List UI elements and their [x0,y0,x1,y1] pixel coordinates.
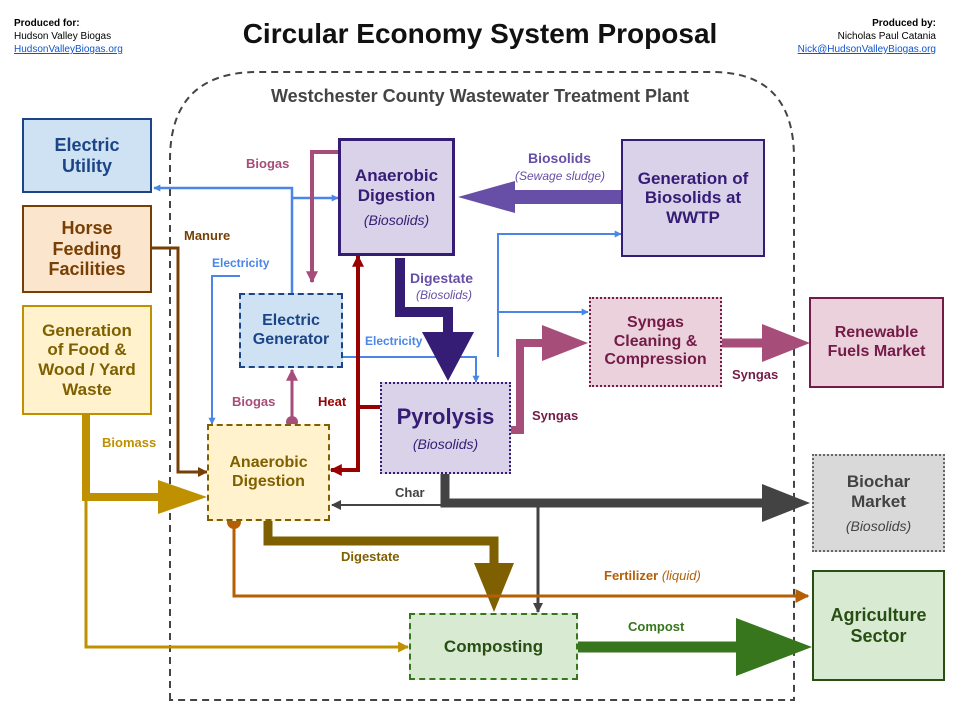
node-electric-utility: Electric Utility [22,118,152,193]
label-fertilizer-main: Fertilizer [604,568,659,583]
produced-by-name: Nicholas Paul Catania [837,31,936,42]
node-biochar-sub: (Biosolids) [845,517,912,534]
label-heat: Heat [318,394,347,409]
node-pyrolysis: Pyrolysis (Biosolids) [380,382,511,474]
digestate-arrow-bottom [263,520,499,565]
biogas-arrow-top [306,150,338,284]
label-fertilizer: Fertilizer (liquid) [604,568,701,583]
node-pyrolysis-title: Pyrolysis [396,404,495,430]
label-biosolids: Biosolids [528,150,592,166]
node-horse-feeding-label: Horse Feeding Facilities [48,217,126,280]
node-ad-top-title: Anaerobic Digestion [354,166,439,205]
produced-for-heading: Produced for: [14,18,80,29]
node-biochar-market: Biochar Market (Biosolids) [812,454,945,552]
label-manure: Manure [184,228,231,243]
node-electric-generator: Electric Generator [239,293,343,368]
node-composting-label: Composting [443,636,544,656]
node-composting: Composting [409,613,578,680]
node-syngas-cleaning-label: Syngas Cleaning & Compression [604,314,707,369]
label-compost: Compost [628,619,685,634]
label-syngas-mid: Syngas [532,408,579,423]
label-digestate-top-sub: (Biosolids) [416,288,473,302]
node-food-wood: Generation of Food & Wood / Yard Waste [22,305,152,415]
node-generation-biosolids: Generation of Biosolids at WWTP [621,139,765,257]
wwtp-boundary [169,71,795,701]
label-electricity-mid: Electricity [365,334,423,348]
produced-by-heading: Produced by: [872,18,936,29]
char-arrow-biochar [440,474,765,508]
heat-arrow [352,254,380,409]
label-char: Char [395,485,425,500]
label-biogas-top: Biogas [246,156,290,171]
node-ad-top-sub: (Biosolids) [363,211,430,228]
node-electric-utility-label: Electric Utility [54,134,120,176]
produced-for: Produced for: Hudson Valley Biogas Hudso… [14,17,123,56]
syngas-arrow-mid [511,339,545,434]
biomass-arrow-compost [84,497,410,653]
electricity-arrow-wwtp [497,230,622,357]
node-agriculture: Agriculture Sector [812,570,945,681]
node-renewable-fuels: Renewable Fuels Market [809,297,944,388]
label-digestate-bottom: Digestate [341,549,400,564]
label-digestate-top: Digestate [410,270,474,286]
produced-for-name: Hudson Valley Biogas [14,31,112,42]
biomass-arrow [82,414,160,501]
electricity-arrow-pyrolysis [343,356,480,383]
node-syngas-cleaning: Syngas Cleaning & Compression [589,297,722,387]
node-food-wood-label: Generation of Food & Wood / Yard Waste [38,320,136,399]
label-fertilizer-sub: (liquid) [661,568,701,583]
electricity-arrow-ad-bottom [208,275,240,425]
label-sewage-sludge: (Sewage sludge) [515,169,606,183]
produced-for-link[interactable]: HudsonValleyBiogas.org [14,44,123,55]
node-horse-feeding: Horse Feeding Facilities [22,205,152,293]
node-biochar-title: Biochar Market [846,472,911,511]
label-electricity-left: Electricity [212,256,270,270]
page-title: Circular Economy System Proposal [242,18,718,49]
node-electric-generator-label: Electric Generator [252,312,330,348]
fertilizer-arrow [232,522,810,603]
node-ad-bottom-label: Anaerobic Digestion [229,454,308,490]
label-biogas-mid: Biogas [232,394,276,409]
node-generation-biosolids-label: Generation of Biosolids at WWTP [637,168,749,227]
electricity-arrow-utility [153,184,294,293]
node-pyrolysis-sub: (Biosolids) [412,435,479,452]
label-biomass: Biomass [102,435,157,450]
manure-arrow [152,246,208,477]
plant-label: Westchester County Wastewater Treatment … [270,86,690,106]
node-anaerobic-digestion-bottom: Anaerobic Digestion [207,424,330,521]
produced-by: Produced by: Nicholas Paul Catania Nick@… [798,17,936,56]
node-anaerobic-digestion-top: Anaerobic Digestion (Biosolids) [338,138,455,256]
node-agriculture-label: Agriculture Sector [830,604,927,646]
produced-by-link[interactable]: Nick@HudsonValleyBiogas.org [797,44,936,55]
digestate-arrow-top [395,258,453,335]
node-renewable-fuels-label: Renewable Fuels Market [827,324,926,360]
label-syngas-right: Syngas [732,367,779,382]
